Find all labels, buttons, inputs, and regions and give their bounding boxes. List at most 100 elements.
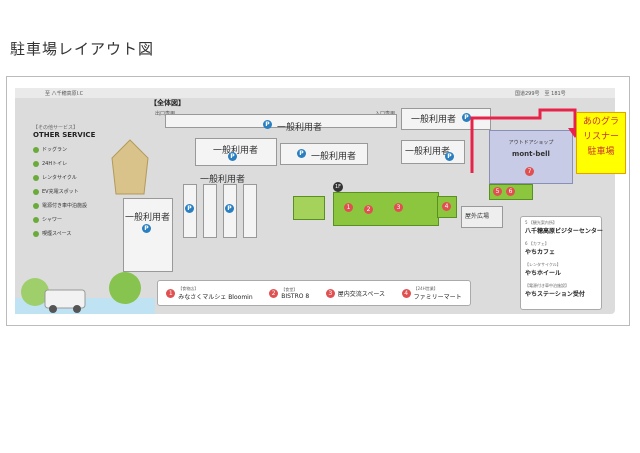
map-header: 【全体図】 (150, 99, 185, 107)
bottom-legend-name: みなさくマルシェ Bloomin (178, 293, 253, 301)
service-item: ドッグラン (33, 146, 105, 153)
right-legend-category: 【電源付き車中泊施設】 (525, 283, 569, 288)
right-legend-category: 5 【観光案内所】 (525, 220, 557, 225)
callout-line: あのグラ (582, 117, 619, 127)
lot-mid-b-label: 一般利用者 (311, 152, 357, 162)
num-badge: 1 (344, 203, 353, 212)
service-item: EV充電スポット (33, 188, 105, 195)
lot-left-label: 一般利用者 (125, 213, 171, 223)
road (15, 88, 615, 98)
lot-row (243, 184, 257, 238)
service-label: ドッグラン (42, 147, 68, 153)
other-service-heading-jp: 【その他サービス】 (33, 125, 79, 131)
listener-parking-callout: あのグラ リスナー 駐車場 (576, 112, 626, 174)
bottom-legend-category: 【食堂】 (281, 286, 298, 292)
main-building: 1 2 3 (333, 192, 439, 226)
service-item: 喫煙スペース (33, 230, 105, 237)
parking-icon: P (445, 152, 454, 161)
bottom-legend-category: 【食物店】 (178, 285, 199, 291)
lot-right-top-label: 一般利用者 (411, 115, 457, 125)
num-badge: 6 (506, 187, 515, 196)
lot-row (203, 184, 217, 238)
road-label-left: 至 八千穂高原I.C (45, 91, 84, 97)
right-legend-name: やちホイール (525, 270, 562, 277)
bottom-legend-item: 4【24H営業】ファミリーマート (401, 285, 462, 301)
scenery-illustration (15, 272, 155, 314)
parking-icon: P (185, 204, 194, 213)
service-icon (33, 174, 39, 181)
service-label: レンタサイクル (42, 175, 77, 181)
visitor-center: 5 6 (489, 184, 533, 200)
right-legend-name: やちカフェ (525, 249, 556, 256)
right-legend-category: 【レンタサイクル】 (525, 262, 561, 267)
num-badge: 3 (325, 288, 335, 298)
montbell-shop: アウトドアショップ mont-bell 7 (489, 130, 573, 184)
num-badge: 7 (525, 167, 534, 176)
dog-run-area (111, 139, 149, 195)
service-item: 24Hトイレ (33, 160, 105, 167)
service-icon (33, 160, 39, 167)
parking-icon: P (228, 152, 237, 161)
service-icon (33, 230, 39, 237)
service-icon (33, 188, 39, 195)
lot-right-mid-label: 一般利用者 (405, 147, 451, 157)
service-item: 電源付き車中泊施設 (33, 202, 105, 209)
lot-left (123, 198, 173, 272)
service-item: レンタサイクル (33, 174, 105, 181)
bottom-legend-name: ファミリーマート (413, 293, 462, 301)
num-badge: 3 (394, 203, 403, 212)
store-building: 4 (437, 196, 457, 218)
route-to-listener-parking (470, 108, 580, 173)
service-label: 24Hトイレ (42, 161, 68, 167)
service-icon (33, 216, 39, 223)
right-legend-name: 八千穂高原ビジターセンター (525, 228, 603, 235)
num-badge: 4 (442, 202, 451, 211)
bottom-legend-item: 1【食物店】みなさくマルシェ Bloomin (166, 285, 253, 301)
bottom-legend-name: BISTRO 8 (281, 292, 310, 300)
num-badge: 5 (493, 187, 502, 196)
lot-right-mid (401, 140, 465, 164)
parking-icon: P (462, 113, 471, 122)
bottom-legend-category: 【24H営業】 (413, 285, 438, 291)
montbell-brand: mont-bell (512, 150, 550, 158)
num-badge: 1 (166, 288, 176, 298)
parking-icon: P (297, 149, 306, 158)
lot-mid-a-label: 一般利用者 (213, 146, 259, 156)
lot-center-label: 一般利用者 (200, 175, 246, 185)
lot-mid-b (280, 143, 368, 165)
service-label: 電源付き車中泊施設 (42, 203, 88, 209)
service-label: EV充電スポット (42, 189, 79, 195)
num-badge: 2 (364, 205, 373, 214)
right-legend-item: 【レンタサイクル】やちホイール (521, 259, 601, 280)
right-legend-item: 5 【観光案内所】八千穂高原ビジターセンター (521, 217, 603, 238)
num-badge: 4 (401, 288, 411, 298)
right-legend-item: 【電源付き車中泊施設】やちステーション受付 (521, 280, 601, 301)
lot-top-label: 一般利用者 (277, 123, 323, 133)
lot-top (165, 114, 397, 128)
plaza (461, 206, 503, 228)
other-service-heading-en: OTHER SERVICE (33, 131, 96, 139)
parking-map: 至 八千穂高原I.C 国道299号 至 181号 【全体図】 出口専用 入口専用… (15, 88, 615, 314)
road-label-right: 国道299号 至 181号 (515, 91, 566, 97)
page-title: 駐車場レイアウト図 (10, 40, 155, 58)
right-legend-category: 6 【カフェ】 (525, 241, 549, 246)
right-legend-item: 6 【カフェ】やちカフェ (521, 238, 601, 259)
callout-line: リスナー (582, 132, 619, 142)
num-badge: 2 (269, 288, 279, 298)
toilet-building (293, 196, 325, 220)
floor-badge: 1F (333, 182, 343, 192)
service-item: シャワー (33, 216, 105, 223)
service-label: シャワー (42, 217, 63, 223)
other-service-list: ドッグラン 24Hトイレレンタサイクル EV充電スポット電源付き車中泊施設シャワー喫… (33, 146, 105, 237)
parking-icon: P (225, 204, 234, 213)
bottom-legend-name: 屋内交流スペース (337, 290, 386, 298)
bottom-legend-item: 2【食堂】BISTRO 8 (269, 287, 309, 300)
service-label: 喫煙スペース (42, 231, 72, 237)
service-icon (33, 146, 39, 153)
parking-icon: P (263, 120, 272, 129)
plaza-label: 屋外広場 (465, 213, 490, 220)
